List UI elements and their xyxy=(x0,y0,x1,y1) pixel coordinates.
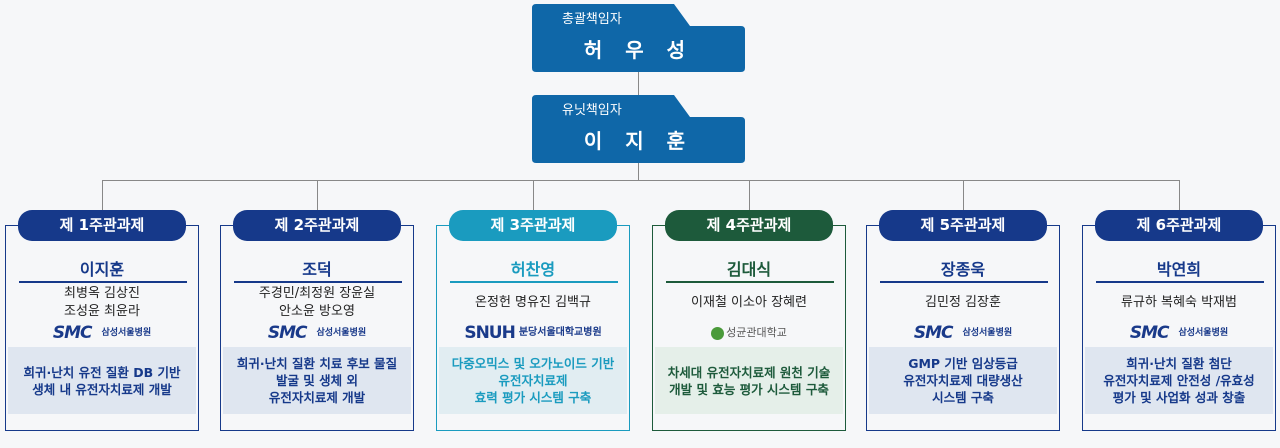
task-leader: 이지훈 xyxy=(79,260,125,279)
task-title: 제 1주관과제 xyxy=(18,210,186,241)
task-box: 이지훈 최병옥 김상진 조성윤 최윤라 SMC 삼성서울병원 희귀·난치 유전 질… xyxy=(5,225,199,431)
task-goal: 희귀·난치 유전 질환 DB 기반 생체 내 유전자치료제 개발 xyxy=(8,347,196,414)
logo-subtitle: 성균관대학교 xyxy=(726,326,787,339)
director-role: 총괄책임자 xyxy=(562,12,622,27)
divider xyxy=(1096,281,1264,283)
task-title: 제 2주관과제 xyxy=(233,210,401,241)
task-title: 제 6주관과제 xyxy=(1095,210,1263,241)
snuh-logo: SNUH xyxy=(464,323,516,343)
institution-logo: SMC 삼성서울병원 xyxy=(867,323,1059,343)
divider xyxy=(880,281,1048,283)
connector xyxy=(963,180,964,210)
task-goal: GMP 기반 임상등급 유전자치료제 대량생산 시스템 구축 xyxy=(869,347,1057,414)
task-goal: 다중오믹스 및 오가노이드 기반 유전자치료제 효력 평가 시스템 구축 xyxy=(439,347,627,414)
smc-logo: SMC xyxy=(52,323,93,343)
unit-lead-box: 유닛책임자 이 지 훈 xyxy=(532,95,745,163)
unit-lead-name: 이 지 훈 xyxy=(583,129,694,153)
task-card-1: 이지훈 최병옥 김상진 조성윤 최윤라 SMC 삼성서울병원 희귀·난치 유전 질… xyxy=(5,210,199,431)
task-box: 박연희 류규하 복혜숙 박재범 SMC 삼성서울병원 희귀·난치 질환 첨단 유전… xyxy=(1082,225,1276,431)
connector xyxy=(317,180,318,210)
institution-logo: SMC 삼성서울병원 xyxy=(6,323,198,343)
task-members: 주경민/최정원 장윤실 안소윤 방오영 xyxy=(258,286,376,319)
divider xyxy=(666,281,834,283)
task-leader: 조덕 xyxy=(302,260,332,279)
divider xyxy=(234,281,402,283)
connector xyxy=(638,162,639,180)
task-card-4: 김대식 이재철 이소아 장혜련 성균관대학교 차세대 유전자치료제 원천 기술 … xyxy=(652,210,846,431)
task-title: 제 5주관과제 xyxy=(879,210,1047,241)
director-box: 총괄책임자 허 우 성 xyxy=(532,4,745,72)
task-leader: 허찬영 xyxy=(510,260,556,279)
task-title: 제 3주관과제 xyxy=(449,210,617,241)
divider xyxy=(19,281,187,283)
task-card-2: 조덕 주경민/최정원 장윤실 안소윤 방오영 SMC 삼성서울병원 희귀·난치 질… xyxy=(220,210,414,431)
task-members: 온정헌 명유진 김백규 xyxy=(475,295,591,310)
task-members: 류규하 복혜숙 박재범 xyxy=(1121,295,1237,310)
divider xyxy=(450,281,618,283)
director-name: 허 우 성 xyxy=(583,38,694,62)
logo-subtitle: 삼성서울병원 xyxy=(1178,328,1229,338)
task-members: 이재철 이소아 장혜련 xyxy=(691,295,807,310)
task-members: 최병옥 김상진 조성윤 최윤라 xyxy=(64,286,140,319)
connector xyxy=(533,180,534,210)
connector xyxy=(102,180,1180,181)
connector xyxy=(1179,180,1180,210)
institution-logo: SMC 삼성서울병원 xyxy=(221,323,413,343)
task-leader: 박연희 xyxy=(1156,260,1202,279)
task-leader: 김대식 xyxy=(726,260,772,279)
task-goal: 희귀·난치 질환 치료 후보 물질 발굴 및 생체 외 유전자치료제 개발 xyxy=(223,347,411,414)
smc-logo: SMC xyxy=(1129,323,1170,343)
logo-subtitle: 삼성서울병원 xyxy=(101,328,152,338)
smc-logo: SMC xyxy=(913,323,954,343)
task-leader: 장종욱 xyxy=(940,260,986,279)
task-box: 김대식 이재철 이소아 장혜련 성균관대학교 차세대 유전자치료제 원천 기술 … xyxy=(652,225,846,431)
task-box: 조덕 주경민/최정원 장윤실 안소윤 방오영 SMC 삼성서울병원 희귀·난치 질… xyxy=(220,225,414,431)
task-card-5: 장종욱 김민정 김장훈 SMC 삼성서울병원 GMP 기반 임상등급 유전자치료제… xyxy=(866,210,1060,431)
connector xyxy=(102,180,103,210)
task-members: 김민정 김장훈 xyxy=(925,295,1001,310)
task-box: 장종욱 김민정 김장훈 SMC 삼성서울병원 GMP 기반 임상등급 유전자치료제… xyxy=(866,225,1060,431)
task-goal: 차세대 유전자치료제 원천 기술 개발 및 효능 평가 시스템 구축 xyxy=(655,347,843,414)
logo-subtitle: 분당서울대학교병원 xyxy=(518,327,602,338)
connector xyxy=(749,180,750,210)
connector xyxy=(638,70,639,98)
skku-emblem-icon xyxy=(711,326,725,340)
institution-logo: SMC 삼성서울병원 xyxy=(1083,323,1275,343)
logo-subtitle: 삼성서울병원 xyxy=(316,328,367,338)
institution-logo: 성균관대학교 xyxy=(653,323,845,343)
smc-logo: SMC xyxy=(267,323,308,343)
unit-lead-role: 유닛책임자 xyxy=(562,103,622,118)
task-goal: 희귀·난치 질환 첨단 유전자치료제 안전성 /유효성 평가 및 사업화 성과 … xyxy=(1085,347,1273,414)
task-card-6: 박연희 류규하 복혜숙 박재범 SMC 삼성서울병원 희귀·난치 질환 첨단 유전… xyxy=(1082,210,1276,431)
task-title: 제 4주관과제 xyxy=(665,210,833,241)
logo-subtitle: 삼성서울병원 xyxy=(962,328,1013,338)
